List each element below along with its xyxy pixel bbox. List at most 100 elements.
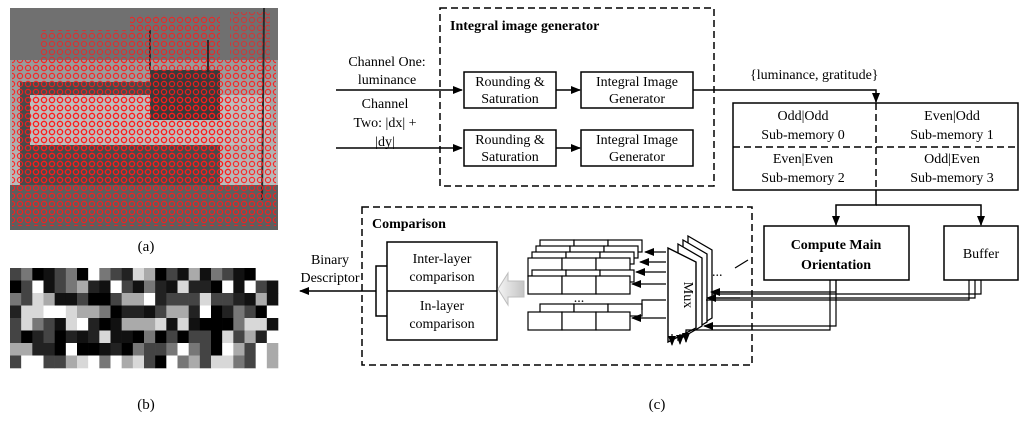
descriptor-pixel [21,268,33,281]
descriptor-pixel [222,305,234,319]
descriptor-pixel [233,305,245,319]
descriptor-pixel [199,330,212,344]
descriptor-pixel [10,305,22,319]
descriptor-pixel [43,355,55,369]
descriptor-pixel [266,343,279,356]
descriptor-pixel [199,305,212,319]
descriptor-pixel [88,343,100,356]
sub-memory-block [732,102,1019,191]
register-array [527,239,643,331]
descriptor-pixel [266,355,279,369]
descriptor-pixel-grid [10,268,279,369]
descriptor-pixel [10,330,22,344]
descriptor-pixel [166,268,178,281]
descriptor-pixel [32,293,44,306]
descriptor-pixel [244,343,256,356]
rounding-saturation-box-1 [463,71,557,109]
descriptor-pixel [244,305,256,319]
memory-q0-label-1: Odd|Odd [777,109,828,124]
descriptor-pixel [166,280,178,294]
descriptor-pixel [10,280,22,294]
descriptor-pixel [188,280,201,294]
descriptor-pixel [188,268,201,281]
descriptor-pixel [132,355,145,369]
descriptor-pixel [77,343,89,356]
descriptor-pixel [65,318,78,331]
descriptor-pixel [88,293,100,306]
channel-two-label-2: Two: |dx| + [353,116,416,131]
descriptor-pixel [32,330,44,344]
descriptor-pixel [132,305,145,319]
descriptor-pixel [65,268,78,281]
descriptor-pixel [99,318,111,331]
register-ellipsis: ... [574,291,585,306]
descriptor-pixel [211,318,223,331]
descriptor-pixel [54,293,67,306]
descriptor-pixel [10,355,22,369]
descriptor-pixel [177,305,189,319]
descriptor-pixel [43,305,55,319]
descriptor-pixel [43,318,55,331]
descriptor-pixel [199,318,212,331]
descriptor-pixel [121,330,134,344]
descriptor-pixel [54,268,67,281]
descriptor-pixel [255,293,268,306]
descriptor-pixel [255,343,268,356]
descriptor-pixel [21,305,33,319]
descriptor-pixel [255,330,268,344]
descriptor-pixel [255,268,268,281]
descriptor-pixel [132,293,145,306]
descriptor-pixel [144,293,156,306]
mux-label: Mux [680,282,695,308]
descriptor-pixel [54,355,67,369]
integral-generator-box-2 [580,129,694,167]
descriptor-pixel [88,268,100,281]
descriptor-pixel [77,293,89,306]
descriptor-pixel [110,293,122,306]
descriptor-pixel [244,280,256,294]
descriptor-pixel [121,318,134,331]
memory-to-buffer-arrow [876,204,985,226]
inter-layer-label-2: comparison [409,270,474,285]
descriptor-pixel [233,330,245,344]
orientation-label-2: Orientation [801,258,871,273]
comparison-group-title: Comparison [372,217,446,232]
descriptor-pixel [65,355,78,369]
descriptor-pixel [88,318,100,331]
descriptor-pixel [211,280,223,294]
channel-one-label-2: luminance [358,73,416,88]
descriptor-pixel [188,330,201,344]
descriptor-pixel [32,280,44,294]
channel-two-label-3: |dy| [375,135,395,150]
descriptor-pixel [132,318,145,331]
descriptor-pixel [110,343,122,356]
descriptor-pixel [211,293,223,306]
data-flow-fat-arrow [497,271,525,307]
descriptor-pixel [121,355,134,369]
descriptor-pixel [188,318,201,331]
descriptor-pixel [233,355,245,369]
comparison-group-box [361,206,753,366]
descriptor-pixel [155,330,167,344]
in-layer-label-2: comparison [409,317,474,332]
descriptor-pixel [266,318,279,331]
descriptor-pixel [155,280,167,294]
descriptor-pixel [65,305,78,319]
channel-one-label-1: Channel One: [348,55,425,70]
descriptor-pixel [32,355,44,369]
descriptor-pixel [43,343,55,356]
descriptor-pixel [65,280,78,294]
descriptor-pixel [155,318,167,331]
descriptor-pixel [77,355,89,369]
descriptor-pixel [10,318,22,331]
descriptor-pixel [222,268,234,281]
descriptor-pixel [188,355,201,369]
descriptor-pixel [244,330,256,344]
descriptor-pixel [211,305,223,319]
descriptor-pixel [99,293,111,306]
descriptor-pixel [177,330,189,344]
memory-q1-label-1: Even|Odd [924,109,980,124]
descriptor-pixel [222,355,234,369]
generator-label-1b: Generator [609,92,665,107]
descriptor-pixel [166,305,178,319]
